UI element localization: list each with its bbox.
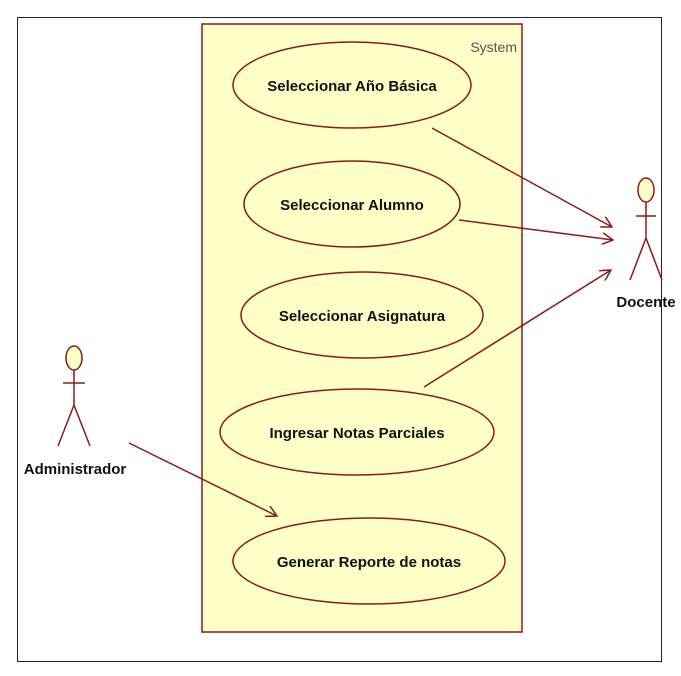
association-uc4-docente	[423, 270, 611, 388]
association-administrador-uc5	[128, 442, 277, 516]
use-case-ingresar-notas-parciales[interactable]: Ingresar Notas Parciales	[219, 388, 495, 476]
diagram-frame	[17, 17, 662, 662]
use-case-label: Generar Reporte de notas	[277, 554, 461, 571]
actor-docente[interactable]: Docente	[616, 177, 676, 311]
association-uc1-docente	[431, 127, 612, 227]
use-case-label: Seleccionar Alumno	[280, 197, 424, 214]
use-case-seleccionar-ano-basica[interactable]: Seleccionar Año Básica	[232, 41, 472, 129]
association-uc2-docente	[458, 219, 613, 240]
actor-label: Docente	[616, 294, 675, 311]
system-label: System	[470, 39, 517, 55]
use-case-generar-reporte-de-notas[interactable]: Generar Reporte de notas	[232, 517, 506, 605]
actor-head-icon	[65, 345, 83, 371]
use-case-seleccionar-alumno[interactable]: Seleccionar Alumno	[243, 160, 461, 248]
actor-head-icon	[637, 177, 655, 203]
use-case-label: Seleccionar Asignatura	[279, 308, 446, 325]
use-case-label: Seleccionar Año Básica	[267, 78, 437, 95]
actor-label: Administrador	[24, 461, 127, 478]
use-case-label: Ingresar Notas Parciales	[269, 425, 444, 442]
actor-administrador[interactable]: Administrador	[24, 345, 127, 478]
use-case-seleccionar-asignatura[interactable]: Seleccionar Asignatura	[240, 271, 484, 359]
